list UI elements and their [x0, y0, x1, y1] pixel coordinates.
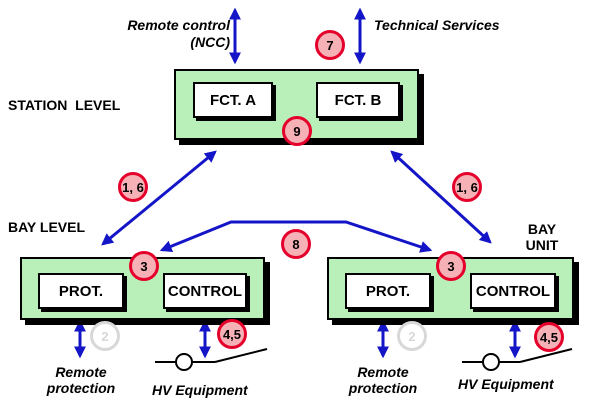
badge-3-right: 3	[436, 251, 466, 281]
prot-right-box: PROT.	[345, 273, 431, 309]
badge-2-right: 2	[397, 321, 427, 351]
control-left-label: CONTROL	[167, 282, 243, 300]
control-right-box: CONTROL	[470, 273, 556, 309]
fct-a-label: FCT. A	[209, 91, 257, 109]
station-level-label: STATION LEVEL	[8, 97, 121, 113]
bay-to-bay-arrow	[159, 220, 433, 253]
badge-4-5-right: 4,5	[534, 322, 564, 352]
badge-4-5-left: 4,5	[217, 319, 247, 349]
fct-a-box: FCT. A	[193, 82, 273, 118]
badge-9: 9	[282, 116, 312, 146]
control-right-label: CONTROL	[475, 282, 551, 300]
badge-2-left: 2	[90, 321, 120, 351]
hv-equipment-right-label: HV Equipment	[458, 376, 554, 392]
badge-8: 8	[281, 229, 311, 259]
hv-equipment-left-label: HV Equipment	[152, 382, 248, 398]
remote-protection-right-label: Remote protection	[348, 364, 418, 396]
prot-left-box: PROT.	[38, 273, 124, 309]
remote-control-label: Remote control (NCC)	[127, 17, 230, 50]
station-bay-right-arrow	[390, 150, 492, 244]
hv-switch-left-icon	[155, 348, 268, 371]
station-bay-left-arrow	[101, 150, 217, 246]
badge-3-left: 3	[129, 251, 159, 281]
prot-right-label: PROT.	[365, 282, 411, 300]
badge-1-6-left: 1, 6	[118, 172, 148, 202]
badge-7: 7	[315, 30, 345, 60]
bay-unit-label: BAY UNIT	[525, 221, 559, 253]
fct-b-box: FCT. B	[316, 82, 400, 118]
hv-switch-right-icon	[462, 348, 573, 371]
technical-services-label: Technical Services	[374, 17, 500, 33]
fct-b-label: FCT. B	[334, 91, 382, 109]
badge-1-6-right: 1, 6	[452, 172, 482, 202]
prot-left-label: PROT.	[58, 282, 104, 300]
control-left-box: CONTROL	[163, 273, 247, 309]
remote-protection-left-label: Remote protection	[46, 364, 116, 396]
bay-level-label: BAY LEVEL	[8, 219, 86, 235]
